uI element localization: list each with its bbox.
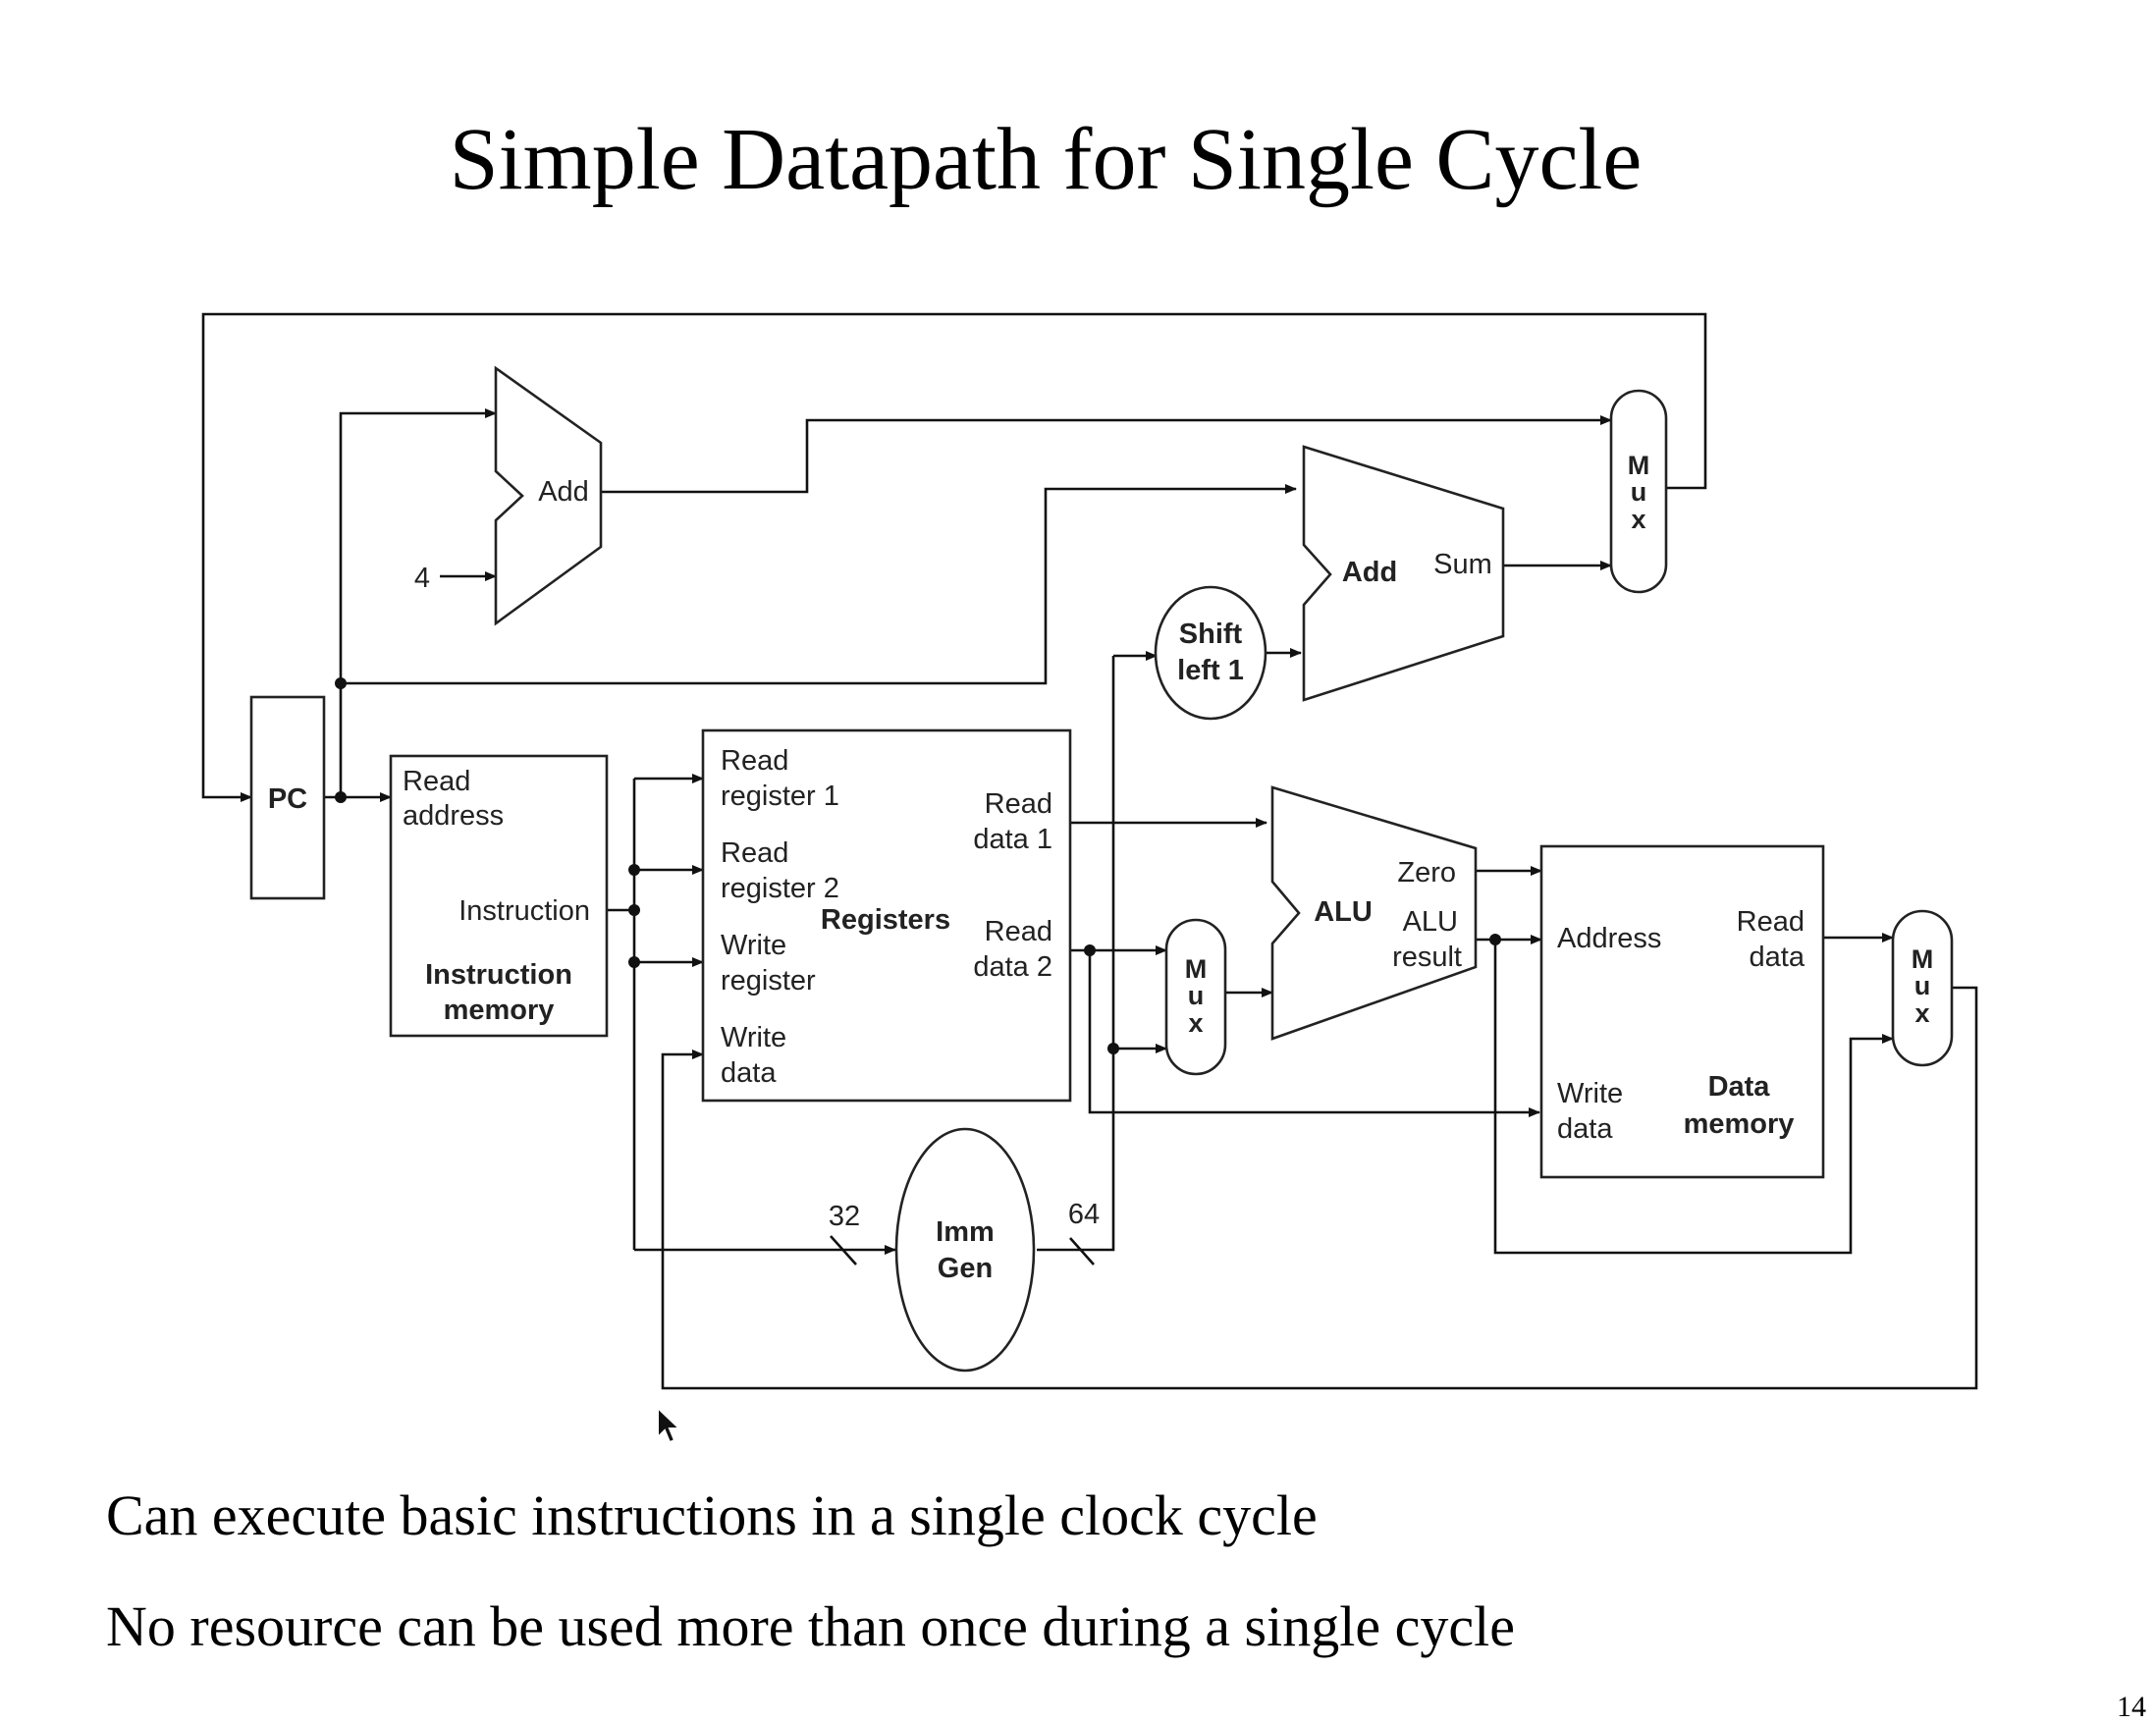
register-file: Read register 1 Read register 2 Write re… [701, 728, 1072, 1103]
shift-left-line2: left 1 [1177, 655, 1244, 686]
reg-read-register-2a: Read [721, 837, 788, 869]
alu: ALU Zero ALU result [1270, 785, 1478, 1041]
wires [201, 312, 1978, 1390]
dmem-write-data-1: Write [1557, 1078, 1623, 1109]
data-memory: Address Read data Write data Data memory [1539, 844, 1825, 1179]
page-number: 14 [2117, 1691, 2146, 1723]
imem-name-1: Instruction [425, 959, 572, 991]
bullet-1: Can execute basic instructions in a sing… [106, 1483, 1318, 1547]
imm-out-width: 64 [1068, 1199, 1100, 1230]
mux-letter: u [1188, 981, 1205, 1010]
reg-read-register-1a: Read [721, 745, 788, 777]
imm-gen-line2: Gen [938, 1253, 993, 1284]
dmem-address: Address [1557, 923, 1661, 954]
reg-read-register-2b: register 2 [721, 873, 839, 904]
shift-left-line1: Shift [1179, 619, 1243, 650]
pc-label: PC [268, 783, 307, 815]
reg-read-register-1b: register 1 [721, 781, 839, 812]
mux-letter: M [1628, 451, 1650, 480]
wire-immgen-out [1037, 656, 1115, 1252]
imem-instruction: Instruction [458, 895, 590, 927]
wire-pc-to-branch-adder [341, 484, 1297, 685]
mux-letter: M [1185, 954, 1208, 984]
wire-pc-to-adder [339, 408, 497, 797]
alu-source-mux: M u x [1164, 918, 1227, 1076]
mux-letter: u [1914, 971, 1931, 1000]
wire-rd2-to-dmem [1088, 950, 1540, 1117]
imem-name-2: memory [444, 995, 555, 1026]
wire-next-pc [201, 312, 1707, 802]
imm-gen-line1: Imm [936, 1216, 995, 1248]
reg-read-data-2a: Read [985, 916, 1052, 947]
reg-read-data-2b: data 2 [973, 951, 1052, 983]
wire-alu-bypass [1493, 940, 1894, 1255]
imm-in-width: 32 [829, 1201, 860, 1232]
shift-left-unit: Shift left 1 [1154, 585, 1267, 721]
mux-letter: u [1631, 477, 1647, 507]
reg-write-data-b: data [721, 1057, 777, 1089]
dmem-read-data-2: data [1750, 942, 1806, 973]
imem-read-address-2: address [403, 800, 504, 832]
reg-write-data-a: Write [721, 1022, 786, 1053]
pc-register: PC [249, 695, 326, 900]
imm-gen: Imm Gen 32 64 [829, 1127, 1100, 1373]
alu-zero: Zero [1397, 857, 1456, 889]
reg-name: Registers [821, 904, 950, 936]
wire-writeback [661, 986, 1978, 1390]
reg-read-data-1b: data 1 [973, 824, 1052, 855]
mux-letter: x [1188, 1008, 1203, 1038]
alu-name: ALU [1314, 896, 1373, 928]
reg-read-data-1a: Read [985, 788, 1052, 820]
branch-adder-label: Add [1342, 557, 1397, 588]
bullet-2: No resource can be used more than once d… [106, 1594, 1515, 1658]
instruction-memory: Read address Instruction Instruction mem… [389, 754, 609, 1038]
writeback-mux: M u x [1891, 909, 1954, 1067]
alu-result-1: ALU [1403, 906, 1458, 938]
pc-adder-label: Add [538, 476, 589, 508]
mux-letter: x [1631, 505, 1645, 534]
mux-letter: M [1912, 944, 1934, 974]
alu-result-2: result [1392, 942, 1462, 973]
branch-adder: Add Sum [1302, 445, 1505, 702]
slide-title: Simple Datapath for Single Cycle [449, 111, 1643, 208]
pc-source-mux: M u x [1609, 389, 1668, 594]
dmem-read-data-1: Read [1737, 906, 1805, 938]
wire-adder-to-mux [601, 415, 1612, 494]
reg-write-register-a: Write [721, 930, 786, 961]
constant-4: 4 [414, 563, 430, 594]
mouse-cursor-icon [657, 1406, 682, 1444]
pc-adder: Add 4 [414, 365, 603, 626]
branch-adder-sum: Sum [1433, 549, 1492, 580]
dmem-name-2: memory [1684, 1108, 1795, 1140]
reg-write-register-b: register [721, 965, 816, 997]
junctions [335, 677, 1501, 1054]
dmem-name-1: Data [1708, 1071, 1771, 1103]
imem-read-address-1: Read [403, 766, 470, 797]
mux-letter: x [1914, 998, 1929, 1028]
dmem-write-data-2: data [1557, 1113, 1613, 1145]
